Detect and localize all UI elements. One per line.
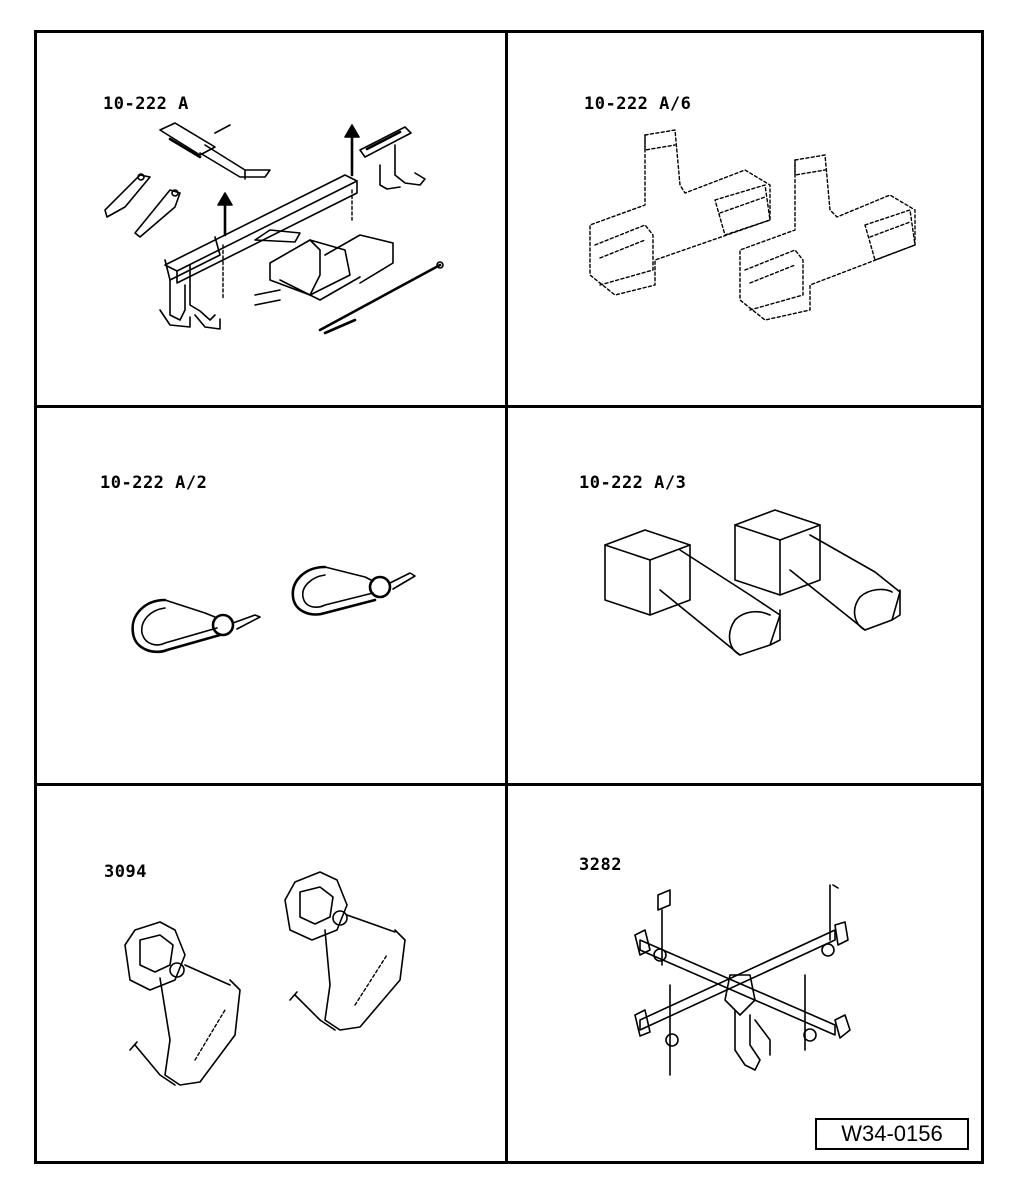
hook-pair-drawing xyxy=(131,565,416,654)
panel-label-10-222-a3: 10-222 A/3 xyxy=(579,473,687,493)
support-block-pair-drawing xyxy=(604,509,901,656)
panel-label-10-222-a6: 10-222 A/6 xyxy=(584,94,692,114)
panel-label-10-222-a: 10-222 A xyxy=(103,94,189,114)
horizontal-divider-2 xyxy=(34,783,984,786)
horizontal-divider-1 xyxy=(34,405,984,408)
adapter-pair-drawing xyxy=(589,129,916,321)
reference-code-box: W34-0156 xyxy=(815,1118,969,1150)
panel-label-3282: 3282 xyxy=(579,855,622,875)
panel-label-3094: 3094 xyxy=(104,862,147,882)
diagram-frame xyxy=(34,30,984,1164)
support-fixture-assembly-drawing xyxy=(104,122,444,335)
bracket-pair-drawing xyxy=(124,871,406,1086)
vertical-divider xyxy=(505,30,508,1164)
cross-bar-support-drawing xyxy=(634,884,851,1076)
panel-label-10-222-a2: 10-222 A/2 xyxy=(100,473,208,493)
